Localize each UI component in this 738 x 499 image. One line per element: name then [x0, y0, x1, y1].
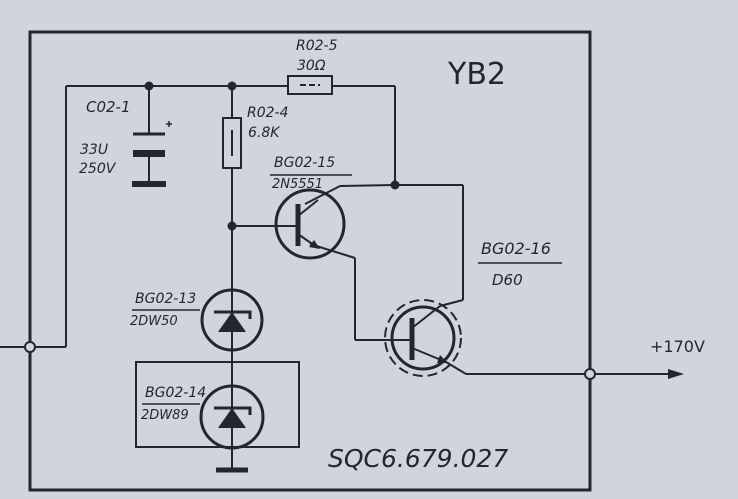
bg02-13-ref: BG02-13 — [135, 291, 196, 307]
output-terminal — [584, 368, 596, 380]
r02-4-value: 6.8K — [248, 125, 281, 141]
capacitor-symbol — [133, 132, 165, 157]
module-outline — [28, 30, 592, 492]
c02-1-voltage: 250V — [79, 161, 117, 177]
r02-4-ref: R02-4 — [247, 105, 289, 121]
r02-5-ref: R02-5 — [296, 38, 338, 54]
part-number: SQC6.679.027 — [328, 444, 508, 473]
module-title: YB2 — [447, 57, 506, 92]
zener-diode-bg02-14 — [199, 384, 265, 450]
c02-1-ref: C02-1 — [86, 98, 131, 116]
junction-dots — [144, 81, 400, 231]
transistor-bg02-16 — [384, 299, 464, 377]
input-terminal — [24, 341, 36, 353]
bg02-14-type: 2DW89 — [141, 408, 189, 423]
capacitor-plus-sign — [166, 121, 172, 127]
bg02-16-ref: BG02-16 — [481, 239, 551, 258]
c02-1-value: 33U — [80, 142, 108, 158]
bg02-15-type: 2N5551 — [272, 177, 323, 192]
bg02-15-ref: BG02-15 — [274, 155, 335, 171]
output-arrow-icon — [668, 369, 684, 379]
zener-diode-bg02-13 — [200, 288, 264, 352]
bg02-14-ref: BG02-14 — [145, 385, 206, 401]
zener-select-box — [135, 361, 300, 448]
wires — [0, 85, 672, 468]
output-voltage-label: +170V — [650, 337, 705, 356]
bg02-13-type: 2DW50 — [130, 314, 178, 329]
r02-5-value: 30Ω — [297, 58, 326, 74]
bg02-16-type: D60 — [492, 271, 523, 289]
transistor-bg02-15 — [274, 188, 346, 260]
